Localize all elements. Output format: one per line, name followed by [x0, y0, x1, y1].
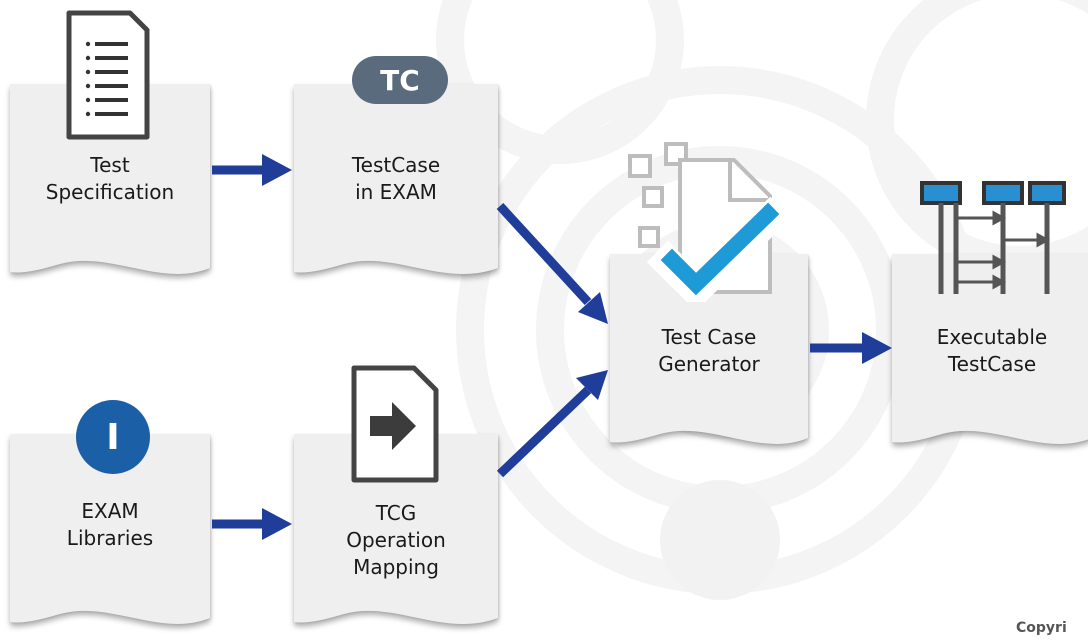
document-shape: [892, 254, 1088, 444]
node-label-line: TCG: [375, 501, 417, 525]
node-label-line: Libraries: [66, 526, 154, 550]
node-label: Test Case Generator: [610, 324, 808, 378]
node-exam-libraries: EXAM Libraries: [10, 434, 210, 634]
node-label-line: Generator: [658, 352, 760, 376]
edge-arrowhead: [262, 154, 292, 186]
node-label-line: Mapping: [353, 555, 439, 579]
node-label-line: Operation: [346, 528, 446, 552]
node-label-line: Specification: [45, 180, 175, 204]
node-label: TestCase in EXAM: [294, 152, 498, 206]
node-testcase-in-exam: TestCase in EXAM: [294, 84, 498, 284]
document-shape: [610, 254, 808, 444]
node-label: Test Specification: [10, 152, 210, 206]
edge-arrowhead: [578, 292, 608, 324]
node-executable-testcase: Executable TestCase: [892, 254, 1088, 454]
document-shape: [294, 84, 498, 274]
node-label: Executable TestCase: [892, 324, 1088, 378]
node-label-line: in EXAM: [355, 180, 437, 204]
node-label: EXAM Libraries: [10, 498, 210, 552]
edge-arrowhead: [262, 508, 292, 540]
node-test-specification: Test Specification: [10, 84, 210, 284]
node-label: TCG Operation Mapping: [294, 500, 498, 581]
sequence-diagram-icon: [920, 181, 1066, 294]
edge-arrow: [496, 202, 592, 306]
arrow-document-icon: [351, 365, 439, 483]
node-label-line: EXAM: [81, 499, 139, 523]
node-label-line: Test Case: [661, 325, 757, 349]
copyright-text: Copyri: [1016, 620, 1067, 636]
tc-badge-text: TC: [380, 63, 420, 97]
node-label-line: Test: [90, 153, 130, 177]
node-label-line: TestCase: [947, 352, 1037, 376]
node-test-case-generator: Test Case Generator: [610, 254, 808, 454]
i-badge-text: I: [106, 416, 120, 458]
document-shape: [294, 434, 498, 624]
node-tcg-operation-mapping: TCG Operation Mapping: [294, 434, 498, 634]
edge-arrow: [496, 386, 592, 478]
checkmark-document-icon: [628, 142, 782, 302]
i-badge-icon: I: [76, 400, 150, 474]
edge-arrowhead: [576, 370, 608, 400]
node-label-line: TestCase: [351, 153, 441, 177]
edge-arrowhead: [862, 332, 892, 364]
tc-badge-icon: TC: [352, 56, 448, 104]
document-shape: [10, 434, 210, 624]
document-lines-icon: [66, 10, 150, 140]
node-label-line: Executable: [936, 325, 1048, 349]
document-shape: [10, 84, 210, 274]
